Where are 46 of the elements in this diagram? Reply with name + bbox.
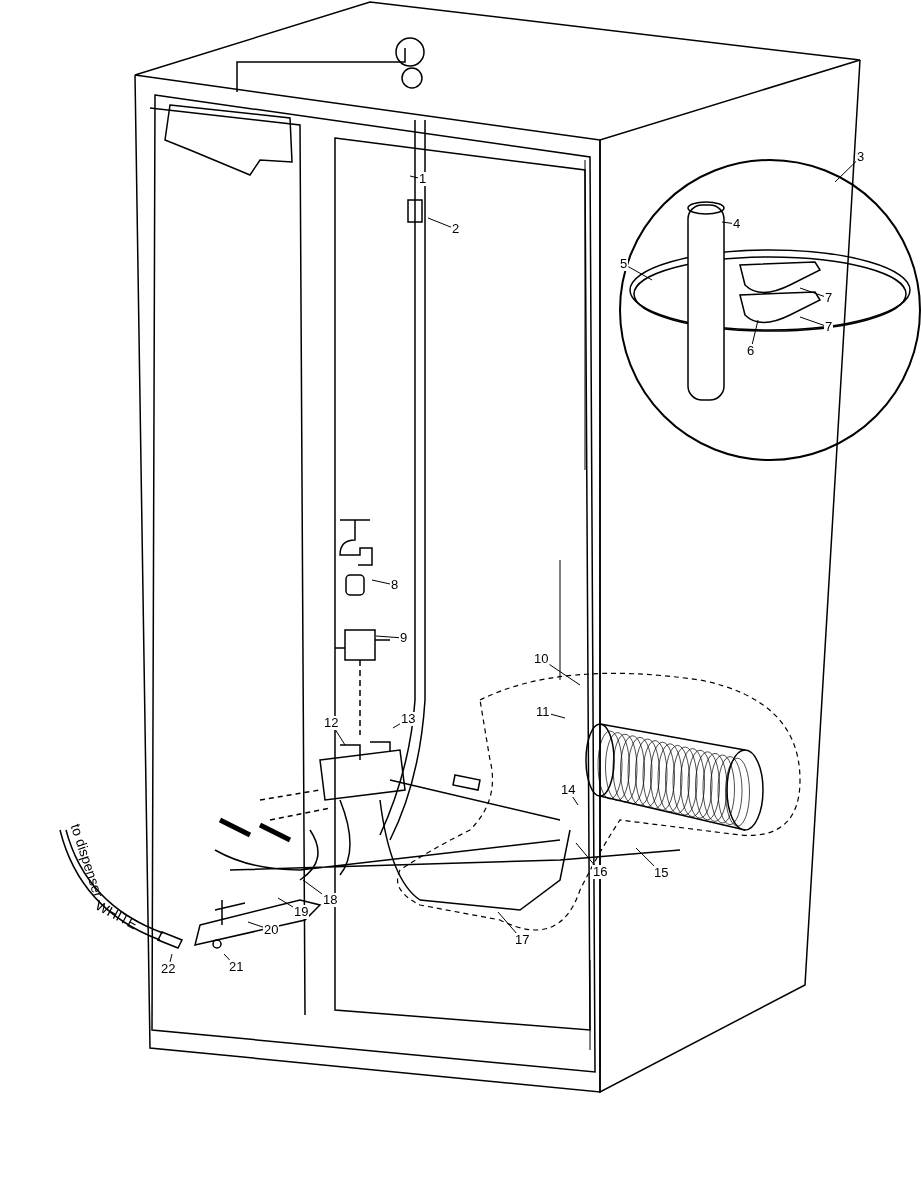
callout-number: 18 — [322, 893, 339, 907]
callout-number: 12 — [323, 716, 340, 730]
leader-line — [799, 316, 825, 326]
callout-number: 8 — [390, 578, 400, 592]
leader-line — [497, 911, 517, 934]
callout-number: 4 — [732, 217, 742, 231]
leader-line — [371, 579, 391, 585]
leader-line — [427, 217, 452, 228]
callout-number: 7 — [824, 320, 834, 334]
callout-number: 3 — [856, 150, 866, 164]
callout-number: 20 — [263, 923, 280, 937]
callout-number: 2 — [451, 222, 461, 236]
callout-number: 21 — [228, 960, 245, 974]
leader-line — [169, 953, 173, 963]
callout-number: 13 — [400, 712, 417, 726]
leader-line — [575, 842, 595, 866]
callout-number: 1 — [418, 172, 428, 186]
leader-line — [550, 713, 566, 719]
callout-number: 5 — [619, 257, 629, 271]
callout-number: 10 — [533, 652, 550, 666]
callout-number: 22 — [160, 962, 177, 976]
callout-number: 7 — [824, 291, 834, 305]
leader-line — [627, 266, 653, 281]
leader-line — [834, 161, 857, 183]
leader-line — [548, 664, 581, 686]
leader-line — [572, 796, 579, 806]
leader-line — [751, 319, 759, 345]
callout-number: 16 — [592, 865, 609, 879]
leader-line — [302, 879, 323, 895]
leader-line — [409, 175, 419, 179]
leader-line — [799, 287, 825, 297]
leader-line — [635, 847, 655, 867]
leader-line — [392, 723, 401, 729]
callout-number: 19 — [293, 905, 310, 919]
leader-line — [335, 729, 346, 746]
callout-number: 14 — [560, 783, 577, 797]
leader-line — [223, 953, 231, 961]
callout-number: 6 — [746, 344, 756, 358]
leader-line — [277, 897, 294, 908]
leader-line — [247, 921, 264, 928]
callout-number: 17 — [514, 933, 531, 947]
callout-number: 11 — [535, 705, 551, 719]
leader-line — [375, 635, 400, 639]
callout-number: 15 — [653, 866, 670, 880]
leader-line — [721, 221, 733, 224]
callout-number: 9 — [399, 631, 409, 645]
